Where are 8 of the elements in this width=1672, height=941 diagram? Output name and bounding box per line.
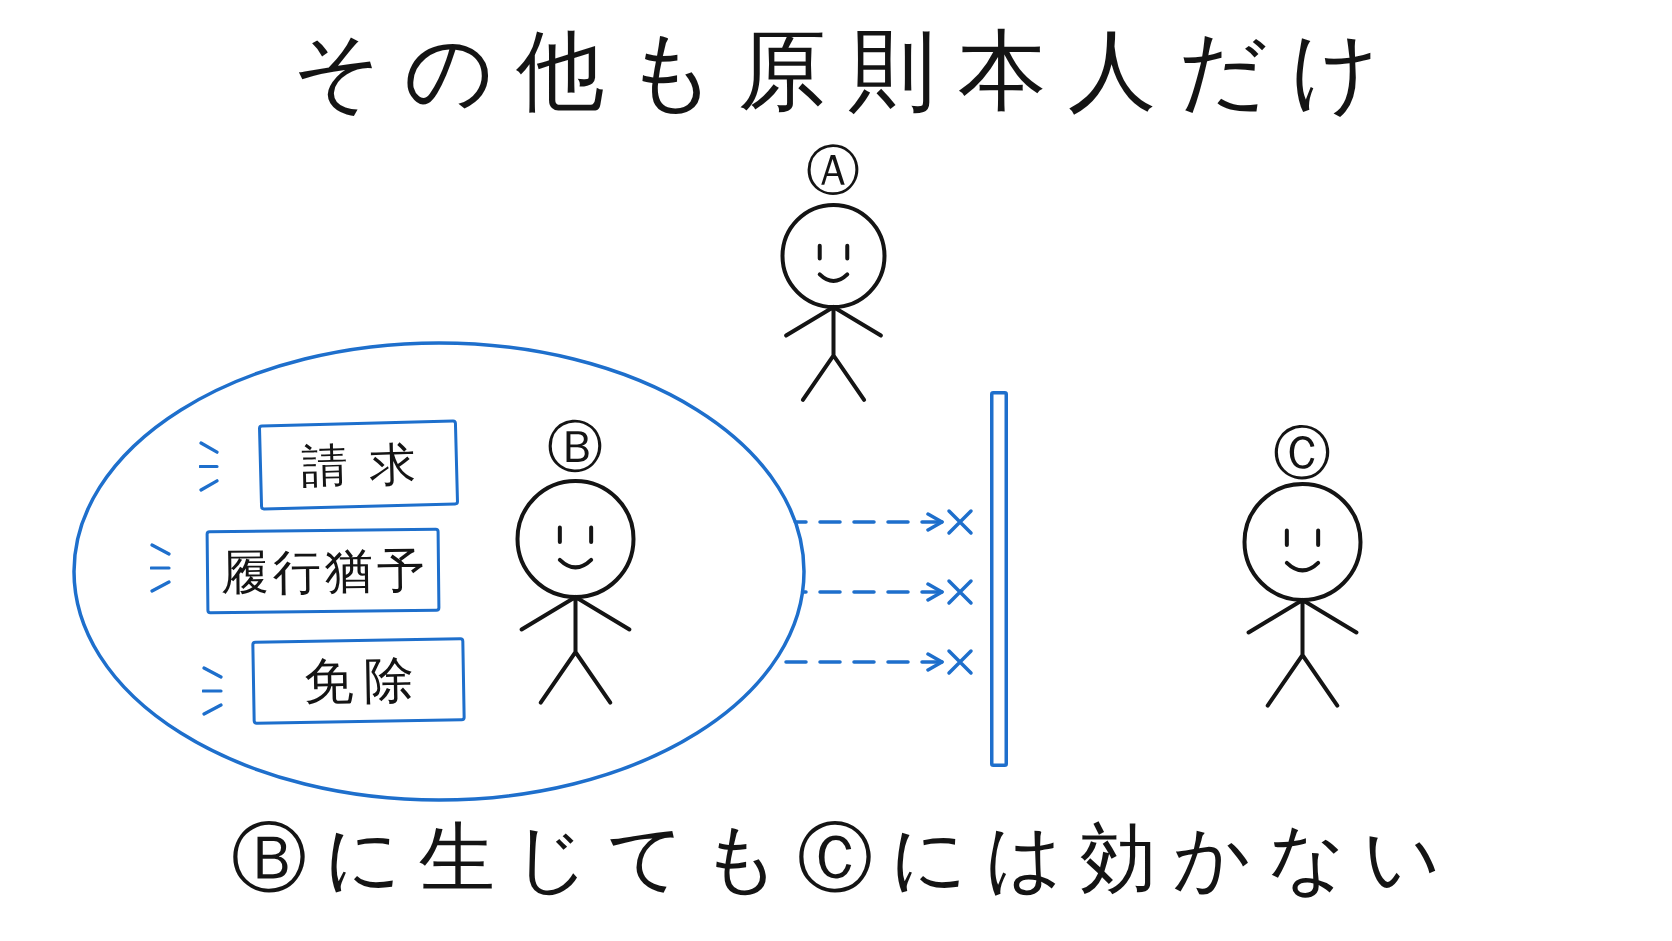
term-box: 免除	[251, 637, 466, 725]
caption: Ⓑに生じてもⒸには効かない	[230, 814, 1458, 902]
circled-letter-label: Ⓒ	[1273, 424, 1331, 482]
circled-letter-label: Ⓑ	[547, 419, 603, 475]
term-box: 履行猶予	[205, 527, 441, 615]
title: その他も原則本人だけ	[291, 20, 1402, 122]
term-box: 請求	[257, 419, 460, 511]
circled-letter-label: Ⓐ	[806, 144, 860, 198]
